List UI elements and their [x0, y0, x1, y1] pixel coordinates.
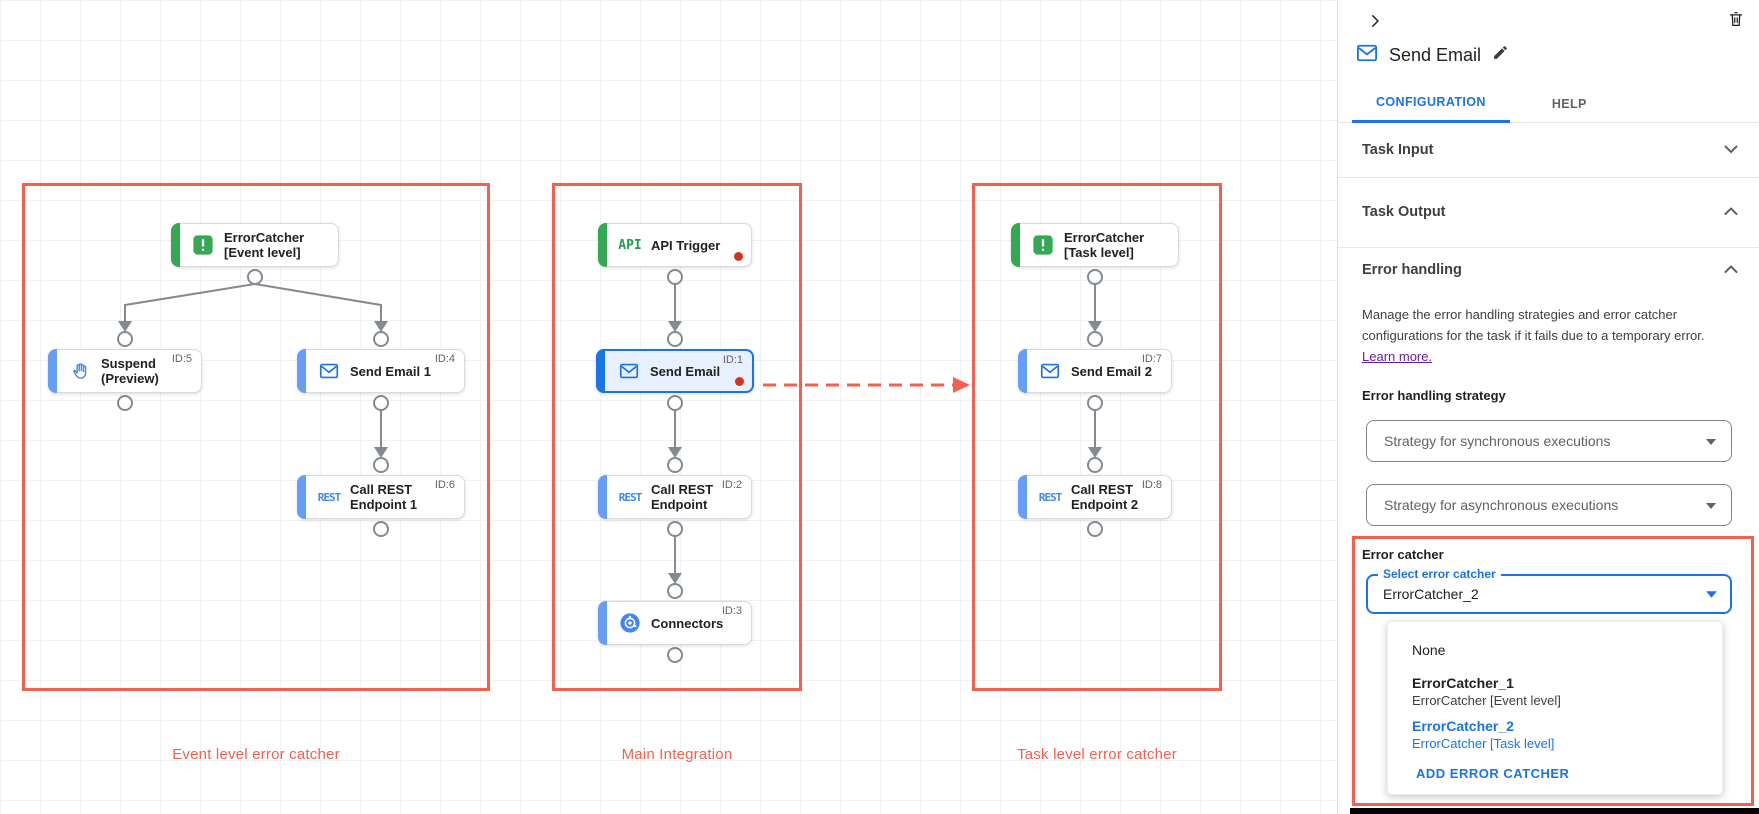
dropdown-caret-icon [1705, 497, 1717, 513]
node-api-trigger[interactable]: API API Trigger [598, 223, 752, 267]
panel-header: Send Email [1356, 40, 1509, 70]
email-icon [315, 360, 343, 382]
email-icon [1036, 360, 1064, 382]
rest-icon: REST [1038, 490, 1062, 504]
node-id: ID:3 [721, 605, 742, 617]
page-title: Send Email [1389, 44, 1482, 65]
add-error-catcher-button[interactable]: ADD ERROR CATCHER [1416, 766, 1570, 781]
error-handling-description: Manage the error handling strategies and… [1362, 307, 1705, 364]
event-level-group-rect [22, 183, 490, 691]
divider [1338, 177, 1759, 178]
section-task-output[interactable]: Task Output [1338, 177, 1759, 247]
node-send-email-2[interactable]: Send Email 2 ID:7 [1018, 349, 1172, 393]
window-edge-bar [1350, 808, 1759, 814]
main-integration-group-label: Main Integration [621, 746, 733, 763]
error-catcher-select[interactable]: Select error catcher ErrorCatcher_2 [1366, 567, 1732, 614]
node-call-rest-endpoint[interactable]: REST Call REST Endpoint ID:2 [598, 475, 752, 519]
section-error-handling[interactable]: Error handling [1338, 247, 1759, 293]
node-accent-bar [171, 223, 180, 267]
chevron-down-icon [1724, 141, 1738, 159]
error-catcher-dropdown-menu: None ErrorCatcher_1 ErrorCatcher [Event … [1387, 621, 1723, 795]
collapse-panel-icon[interactable] [1362, 8, 1388, 34]
tab-configuration[interactable]: CONFIGURATION [1352, 84, 1510, 123]
divider [1338, 247, 1759, 248]
node-id: ID:7 [1141, 353, 1162, 365]
menu-option-errorcatcher-2[interactable]: ErrorCatcher_2 ErrorCatcher [Task level] [1412, 718, 1555, 751]
node-id: ID:6 [434, 479, 455, 491]
rest-icon: REST [317, 490, 341, 504]
suspend-hand-icon [66, 361, 94, 382]
section-task-input[interactable]: Task Input [1338, 123, 1759, 177]
dropdown-caret-icon [1705, 433, 1717, 449]
email-icon [1356, 43, 1378, 68]
error-dot [734, 252, 743, 261]
node-label: Send Email [650, 363, 721, 379]
node-accent-bar [1018, 475, 1027, 519]
error-catcher-icon [1029, 234, 1057, 256]
node-suspend[interactable]: Suspend (Preview) ID:5 [48, 349, 202, 393]
menu-option-errorcatcher-1[interactable]: ErrorCatcher_1 ErrorCatcher [Event level… [1412, 675, 1561, 708]
error-dot [735, 377, 744, 386]
node-errorcatcher-task-level[interactable]: ErrorCatcher [Task level] [1011, 223, 1179, 267]
connectors-icon [616, 612, 644, 634]
node-accent-bar [1018, 349, 1027, 393]
node-id: ID:2 [721, 479, 742, 491]
error-catcher-icon [189, 234, 217, 256]
task-config-panel: Send Email CONFIGURATION HELP Task Input… [1337, 0, 1759, 814]
node-label: Call REST Endpoint 2 [1071, 482, 1139, 512]
select-floating-label: Select error catcher [1378, 567, 1501, 581]
selected-error-catcher-value: ErrorCatcher_2 [1383, 586, 1479, 602]
node-label: Suspend (Preview) [101, 356, 159, 386]
main-integration-group-rect [552, 183, 802, 691]
chevron-up-icon [1724, 203, 1738, 221]
node-accent-bar [1011, 223, 1020, 267]
dropdown-caret-icon [1705, 586, 1718, 602]
rest-icon: REST [618, 490, 642, 504]
chevron-up-icon [1724, 261, 1738, 279]
node-label: Connectors [651, 615, 724, 631]
node-id: ID:8 [1141, 479, 1162, 491]
learn-more-link[interactable]: Learn more. [1362, 349, 1433, 364]
node-send-email[interactable]: Send Email ID:1 [596, 349, 754, 393]
integration-canvas[interactable]: ErrorCatcher [Event level] Suspend (Prev… [0, 0, 1337, 814]
delete-task-icon[interactable] [1723, 6, 1749, 32]
tab-help[interactable]: HELP [1551, 96, 1587, 111]
node-send-email-1[interactable]: Send Email 1 ID:4 [297, 349, 465, 393]
node-label: ErrorCatcher [Event level] [224, 230, 305, 260]
node-label: ErrorCatcher [Task level] [1064, 230, 1145, 260]
node-label: Send Email 1 [350, 363, 431, 379]
node-id: ID:5 [171, 353, 192, 365]
task-level-group-label: Task level error catcher [1017, 746, 1177, 763]
event-level-group-label: Event level error catcher [172, 746, 340, 763]
node-accent-bar [297, 349, 306, 393]
strategy-label: Error handling strategy [1362, 388, 1506, 403]
node-id: ID:1 [722, 354, 743, 366]
node-accent-bar [598, 475, 607, 519]
error-catcher-label: Error catcher [1362, 547, 1444, 562]
node-connectors[interactable]: Connectors ID:3 [598, 601, 752, 645]
node-errorcatcher-event-level[interactable]: ErrorCatcher [Event level] [171, 223, 339, 267]
node-id: ID:4 [434, 353, 455, 365]
node-label: Send Email 2 [1071, 363, 1152, 379]
node-call-rest-endpoint-2[interactable]: REST Call REST Endpoint 2 ID:8 [1018, 475, 1172, 519]
sync-strategy-select[interactable]: Strategy for synchronous executions [1366, 420, 1732, 462]
api-icon: API [618, 237, 642, 253]
node-label: Call REST Endpoint 1 [350, 482, 418, 512]
node-accent-bar [48, 349, 57, 393]
async-strategy-select[interactable]: Strategy for asynchronous executions [1366, 484, 1732, 526]
node-accent-bar [598, 601, 607, 645]
panel-tabs: CONFIGURATION HELP [1338, 84, 1759, 123]
menu-option-none[interactable]: None [1412, 641, 1446, 658]
node-accent-bar [297, 475, 306, 519]
node-accent-bar [598, 223, 607, 267]
task-level-group-rect [972, 183, 1222, 691]
node-call-rest-endpoint-1[interactable]: REST Call REST Endpoint 1 ID:6 [297, 475, 465, 519]
node-accent-bar [596, 349, 605, 393]
edit-title-icon[interactable] [1492, 44, 1509, 66]
email-icon [615, 360, 643, 382]
node-label: Call REST Endpoint [651, 482, 714, 512]
node-label: API Trigger [651, 237, 721, 253]
